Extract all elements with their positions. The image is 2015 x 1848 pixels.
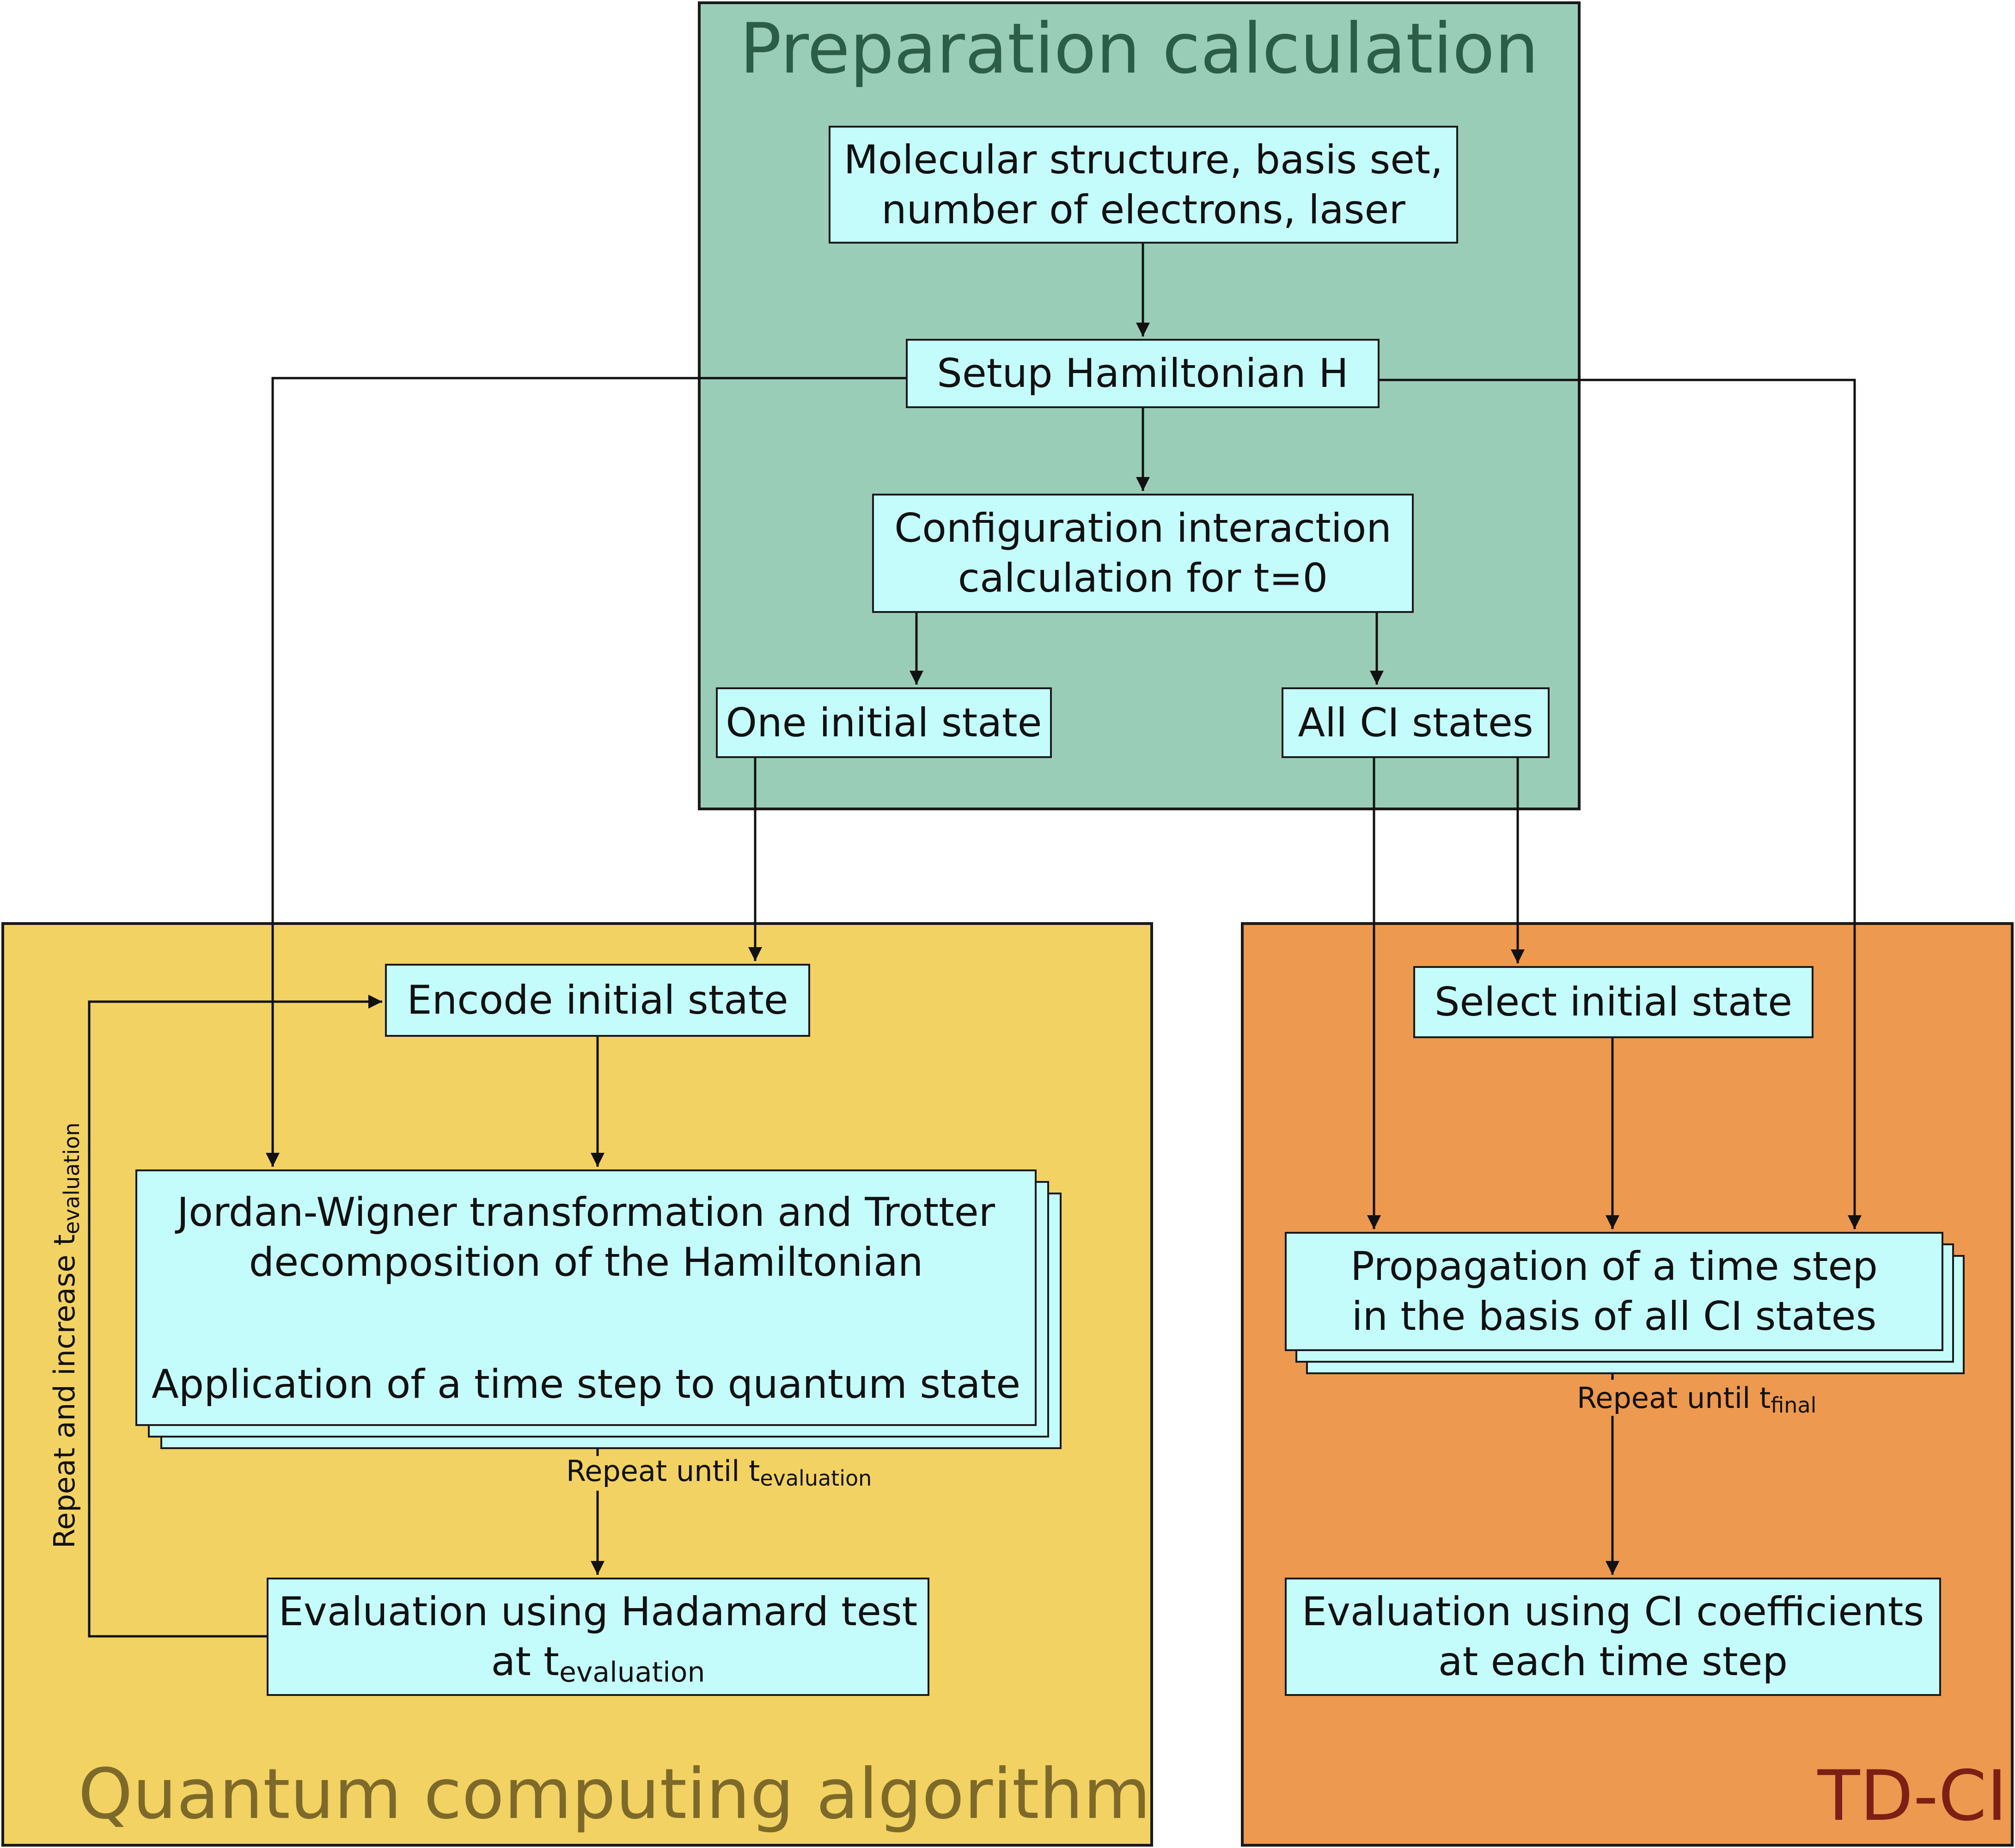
apply-step-line: Application of a time step to quantum st…	[151, 1361, 1021, 1407]
preparation-title: Preparation calculation	[739, 9, 1539, 89]
ci-evaluation-line-2: at each time step	[1438, 1639, 1788, 1685]
repeat-until-evaluation-label: Repeat until tevaluation	[566, 1454, 872, 1491]
all-ci-states-box: All CI states	[1282, 687, 1550, 758]
jordan-wigner-line-2: decomposition of the Hamiltonian	[249, 1239, 923, 1285]
inputs-line-1: Molecular structure, basis set,	[843, 136, 1443, 183]
hadamard-box: Evaluation using Hadamard test at tevalu…	[267, 1578, 929, 1696]
encode-box: Encode initial state	[385, 964, 810, 1037]
arrow-hamiltonian-to-propagation	[1380, 379, 1862, 1229]
propagation-line-2: in the basis of all CI states	[1351, 1293, 1877, 1340]
hamiltonian-label: Setup Hamiltonian H	[937, 350, 1349, 397]
encode-label: Encode initial state	[407, 977, 788, 1023]
ci-evaluation-box: Evaluation using CI coefficients at each…	[1285, 1578, 1941, 1696]
inputs-box: Molecular structure, basis set, number o…	[829, 126, 1458, 244]
all-ci-states-label: All CI states	[1298, 699, 1533, 746]
ci-calculation-line-2: calculation for t=0	[958, 555, 1328, 601]
tdci-title: TD-CI	[1817, 1756, 2007, 1836]
propagation-box: Propagation of a time step in the basis …	[1285, 1232, 1943, 1351]
hadamard-line-1: Evaluation using Hadamard test	[278, 1589, 918, 1635]
one-initial-state-box: One initial state	[716, 687, 1052, 758]
hadamard-line-2: at tevaluation	[491, 1639, 705, 1689]
select-initial-label: Select initial state	[1434, 979, 1793, 1025]
propagation-line-1: Propagation of a time step	[1350, 1243, 1878, 1290]
inputs-line-2: number of electrons, laser	[881, 186, 1405, 233]
select-initial-box: Select initial state	[1413, 966, 1814, 1038]
ci-calculation-line-1: Configuration interaction	[894, 505, 1392, 551]
jordan-wigner-box: Jordan-Wigner transformation and Trotter…	[135, 1169, 1037, 1426]
one-initial-state-label: One initial state	[726, 699, 1042, 746]
hamiltonian-box: Setup Hamiltonian H	[906, 339, 1380, 408]
arrow-hamiltonian-to-jordan-wigner	[266, 377, 906, 1167]
arrow-hadamard-loop-back	[88, 995, 382, 1638]
repeat-until-final-label: Repeat until tfinal	[1577, 1381, 1817, 1418]
quantum-title: Quantum computing algorithm	[78, 1754, 1151, 1835]
ci-calculation-box: Configuration interaction calculation fo…	[872, 494, 1414, 613]
jordan-wigner-line-1: Jordan-Wigner transformation and Trotter	[177, 1189, 995, 1236]
ci-evaluation-line-1: Evaluation using CI coefficients	[1301, 1589, 1924, 1635]
